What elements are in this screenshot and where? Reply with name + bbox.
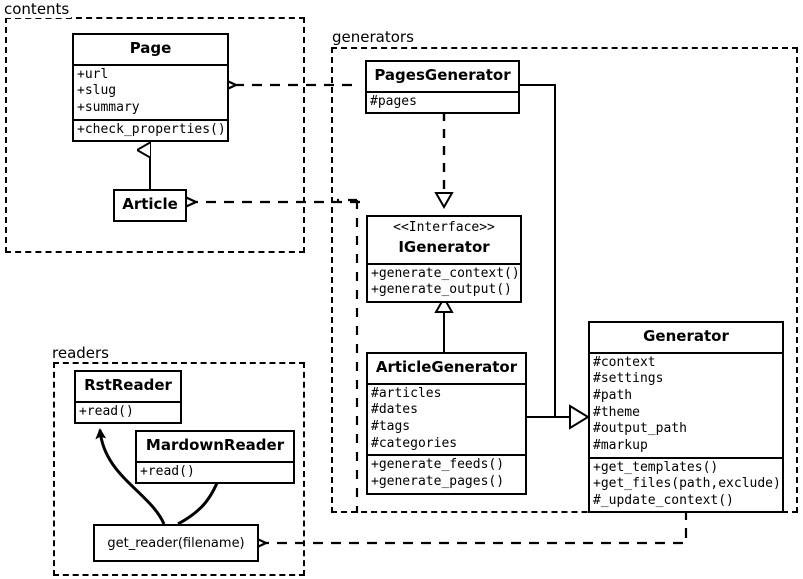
package-label-readers: readers [50,344,111,362]
operation: +generate_feeds() [371,457,505,473]
class-attributes-page: +url +slug +summary [74,63,227,119]
operation: +read() [140,463,195,479]
class-box-pagesgenerator[interactable]: PagesGenerator #pages [365,60,520,115]
class-title-page: Page [129,39,172,57]
operation: +get_files(path,exclude) [593,476,781,492]
attribute: #dates [371,402,418,418]
class-operations-generator: +get_templates() +get_files(path,exclude… [590,456,782,512]
function-label-get-reader: get_reader(filename) [107,535,245,551]
class-operations-page: +check_properties() [74,118,227,141]
class-title-articlegenerator: ArticleGenerator [375,358,518,376]
attribute: #tags [371,419,411,434]
attribute: #settings [593,371,664,387]
class-box-rstreader[interactable]: RstReader +read() [74,370,182,425]
class-title-pagesgenerator: PagesGenerator [374,66,511,84]
attribute: +summary [77,100,140,115]
attribute: #theme [593,404,640,420]
function-box-get-reader[interactable]: get_reader(filename) [93,524,259,562]
class-title-article: Article [122,195,178,213]
operation: +generate_output() [371,282,512,298]
attribute: #articles [371,385,442,401]
class-box-igenerator[interactable]: <<Interface>> IGenerator +generate_conte… [366,215,522,303]
class-operations-rstreader: +read() [76,400,180,423]
class-box-article[interactable]: Article [113,189,187,222]
attribute: #markup [593,437,648,453]
class-attributes-articlegenerator: #articles #dates #tags #categories [368,382,525,455]
attribute: +slug [77,83,117,99]
class-operations-igenerator: +generate_context() +generate_output() [368,262,520,301]
class-name-igenerator: IGenerator [398,237,490,256]
class-title-igenerator: <<Interface>> IGenerator [368,217,520,263]
attribute: #context [593,354,656,370]
attribute: #categories [371,435,458,451]
attribute: #output_path [593,421,687,437]
class-box-mardownreader[interactable]: MardownReader +read() [135,430,295,485]
package-label-generators: generators [330,28,416,46]
relation-generator-to-get-reader [266,510,688,543]
operation: +get_templates() [593,459,719,475]
package-frame-contents [5,17,305,253]
package-frame-readers [53,362,305,576]
operation: #_update_context() [593,492,734,508]
class-attributes-generator: #context #settings #path #theme #output_… [590,351,782,457]
class-box-generator[interactable]: Generator #context #settings #path #them… [588,321,784,514]
package-label-contents: contents [2,0,72,18]
operation: +generate_context() [371,265,520,281]
operation: +generate_pages() [371,473,505,489]
class-box-articlegenerator[interactable]: ArticleGenerator #articles #dates #tags … [366,352,527,495]
class-box-page[interactable]: Page +url +slug +summary +check_properti… [72,33,229,143]
attribute: #pages [370,93,417,109]
class-title-rstreader: RstReader [84,376,172,394]
class-operations-mardownreader: +read() [137,460,293,483]
attribute: +url [77,66,109,82]
class-operations-articlegenerator: +generate_feeds() +generate_pages() [368,454,525,492]
class-title-mardownreader: MardownReader [145,436,285,454]
class-attributes-pagesgenerator: #pages [367,90,518,113]
operation: +check_properties() [77,121,226,137]
attribute: #path [593,388,633,403]
operation: +read() [79,403,134,419]
class-title-generator: Generator [643,327,729,345]
class-stereotype-igenerator: <<Interface>> [393,220,495,235]
